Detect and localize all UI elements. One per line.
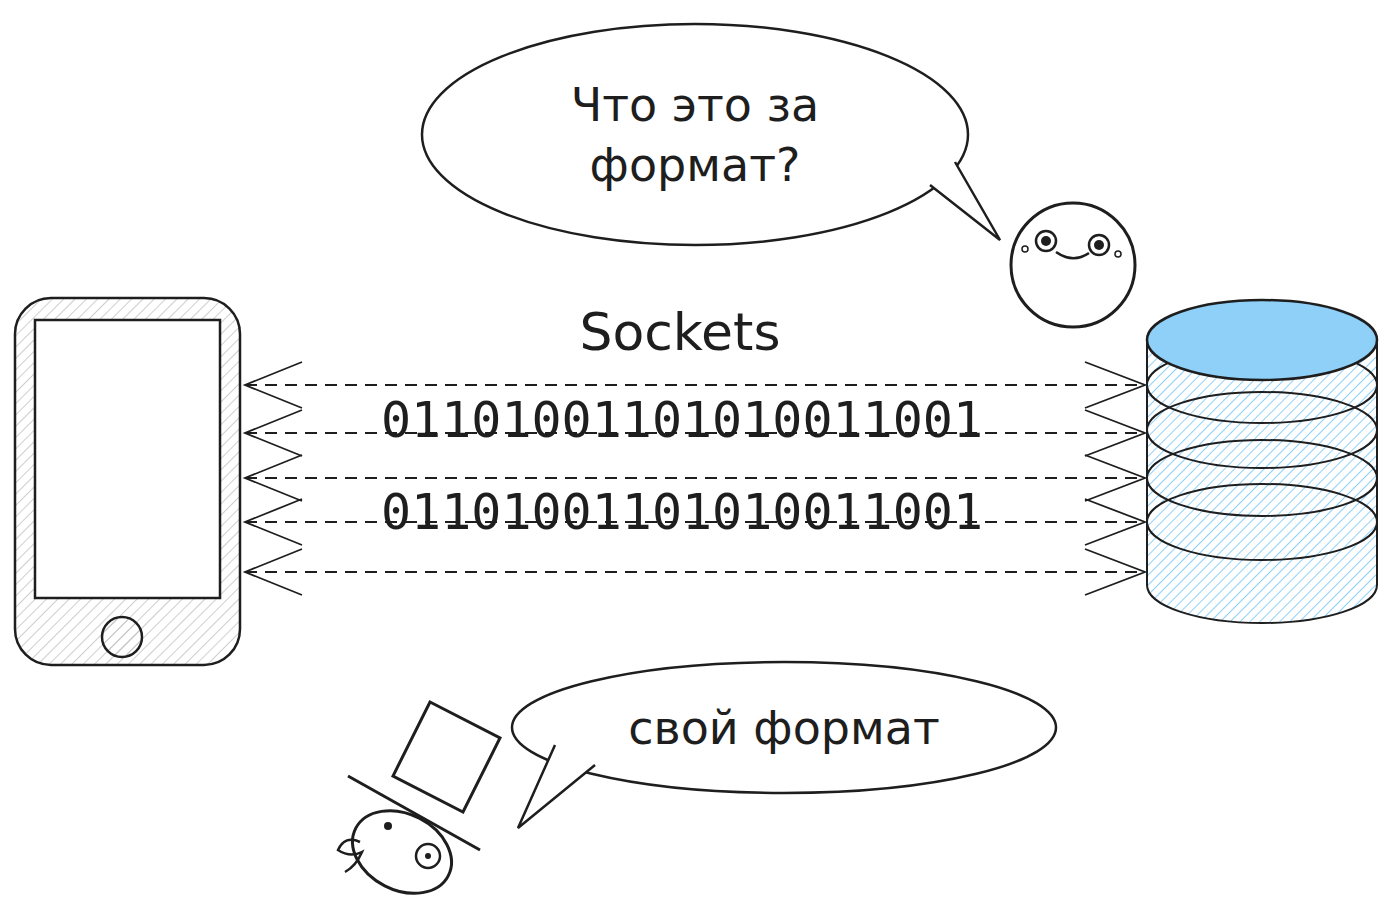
bubble-outline	[420, 22, 970, 247]
top-hat-character	[338, 702, 500, 899]
speech-bubble: Что это за формат?	[420, 22, 970, 247]
phone	[15, 298, 240, 665]
speech-bubble: свой формат	[510, 660, 1058, 795]
binary-data: 01101001101010011001	[381, 483, 983, 541]
smiley-character	[1011, 203, 1135, 327]
database	[1147, 300, 1377, 623]
protocol-label: Sockets	[579, 302, 780, 362]
socket-lines	[245, 362, 1145, 595]
bubble-text: Что это за формат?	[535, 75, 855, 195]
binary-data: 01101001101010011001	[381, 391, 983, 449]
bubble-text: свой формат	[628, 698, 939, 758]
